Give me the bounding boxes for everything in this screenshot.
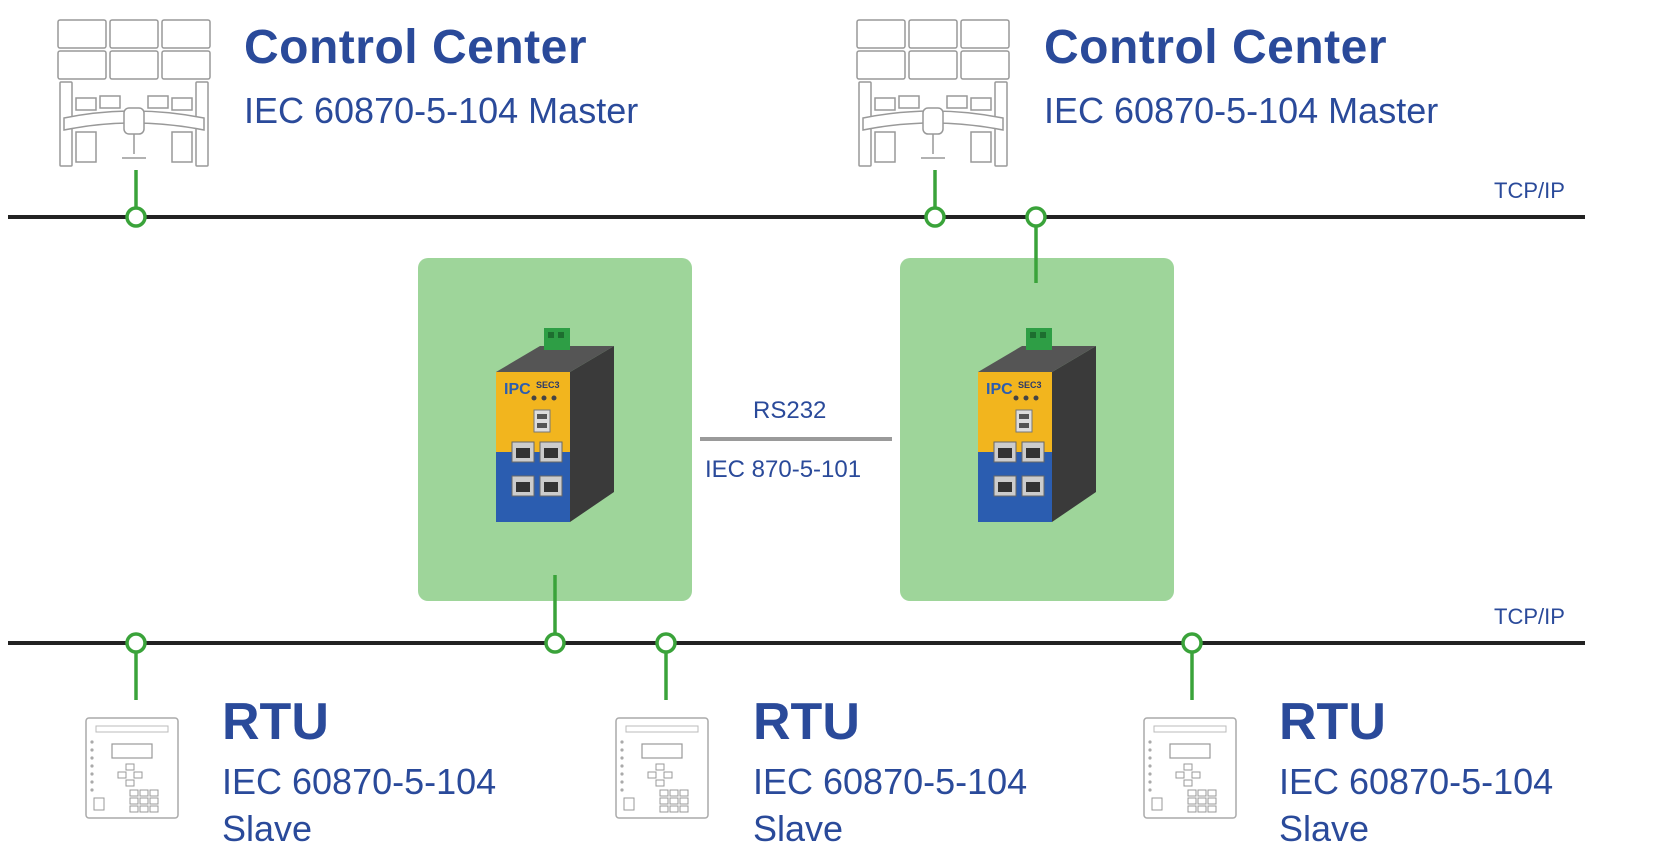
rtu-label-3: RTU IEC 60870-5-104 Slave (1279, 692, 1553, 852)
control-center-subtitle: IEC 60870-5-104 Master (1044, 90, 1439, 131)
gw1-node (544, 632, 566, 654)
rtu1-node (125, 632, 147, 654)
rtu3-node (1181, 632, 1203, 654)
serial-link-label-bottom: IEC 870-5-101 (705, 456, 862, 483)
rtu-title: RTU (222, 693, 329, 751)
control-room-icon (57, 19, 211, 167)
rtu-protocol: IEC 60870-5-104 (753, 761, 1028, 802)
gateway-device-icon (977, 327, 1097, 523)
rtu-device-icon (85, 717, 179, 819)
rtu-device-icon (615, 717, 709, 819)
gw2-node (1025, 206, 1047, 228)
rtu-title: RTU (1279, 693, 1386, 751)
rtu-role: Slave (222, 808, 313, 849)
rtu-protocol: IEC 60870-5-104 (1279, 761, 1554, 802)
control-center-title: Control Center (1044, 21, 1387, 74)
top-network-label: TCP/IP (1494, 178, 1565, 203)
serial-link-label-top: RS232 (753, 397, 827, 424)
rtu-title: RTU (753, 693, 860, 751)
rtu2-node (655, 632, 677, 654)
gateway-device-icon (495, 327, 615, 523)
rtu-role: Slave (753, 808, 844, 849)
rtu-role: Slave (1279, 808, 1370, 849)
cc1-node (125, 206, 147, 228)
control-room-icon (856, 19, 1010, 167)
rtu-label-1: RTU IEC 60870-5-104 Slave (222, 692, 496, 852)
rtu-device-icon (1143, 717, 1237, 819)
cc2-node (924, 206, 946, 228)
bottom-network-label: TCP/IP (1494, 604, 1565, 629)
control-center-subtitle: IEC 60870-5-104 Master (244, 90, 639, 131)
rtu-protocol: IEC 60870-5-104 (222, 761, 497, 802)
control-center-title: Control Center (244, 21, 587, 74)
rtu-label-2: RTU IEC 60870-5-104 Slave (753, 692, 1027, 852)
